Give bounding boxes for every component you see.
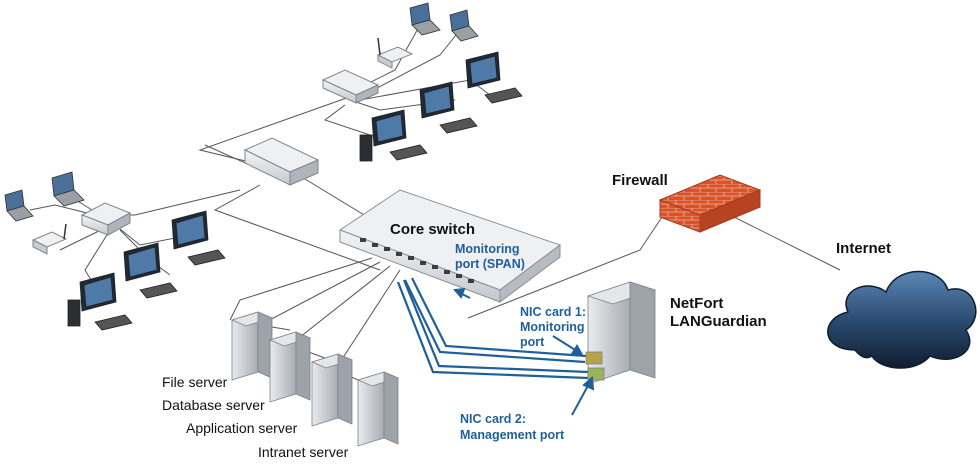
monitoring-cables xyxy=(396,277,589,380)
tower-server-icon xyxy=(230,311,274,381)
desktop-computer-icon xyxy=(419,81,478,134)
nic2-label-line1: NIC card 2: xyxy=(460,412,526,426)
nic1-label-line2: Monitoring xyxy=(520,320,585,334)
nic1-label-line1: NIC card 1: xyxy=(520,305,586,319)
core-switch-label: Core switch xyxy=(390,221,476,238)
desktop-computer-icon xyxy=(359,109,428,162)
tower-server-icon xyxy=(268,331,312,403)
desktop-computer-icon xyxy=(171,210,226,266)
wireless-access-point-icon xyxy=(31,223,68,255)
monitoring-port-label-line1: Monitoring xyxy=(455,242,520,256)
desktop-computer-icon xyxy=(465,51,523,104)
laptop-icon xyxy=(409,2,441,36)
wireless-access-point-icon xyxy=(376,37,414,69)
languardian-server-icon xyxy=(585,281,657,385)
nic-arrows xyxy=(453,287,595,416)
monitoring-port-label-line2: port (SPAN) xyxy=(455,257,525,271)
netfort-label-line1: NetFort xyxy=(670,295,724,312)
database-server-label: Database server xyxy=(162,397,265,413)
laptop-icon xyxy=(51,171,85,207)
access-switch-left xyxy=(80,202,132,236)
intranet-server-label: Intranet server xyxy=(258,444,349,460)
internet-label: Internet xyxy=(836,240,892,257)
desktop-computer-icon xyxy=(123,242,178,299)
tower-server-icon xyxy=(356,371,400,447)
core-switch xyxy=(338,189,562,303)
nic1-label-line3: port xyxy=(520,335,545,349)
application-server-label: Application server xyxy=(186,420,298,436)
file-server-label: File server xyxy=(162,374,228,390)
access-switch-top xyxy=(321,69,380,104)
distribution-switch xyxy=(243,137,320,186)
laptop-icon xyxy=(4,189,34,222)
cloud-icon xyxy=(827,270,977,369)
laptop-icon xyxy=(449,9,479,42)
brick-firewall-icon xyxy=(658,174,762,233)
netfort-label-line2: LANGuardian xyxy=(670,313,767,330)
firewall-label: Firewall xyxy=(612,172,668,189)
desktop-computer-icon xyxy=(67,272,133,331)
tower-server-icon xyxy=(310,353,354,427)
nic2-label-line2: Management port xyxy=(460,428,565,442)
